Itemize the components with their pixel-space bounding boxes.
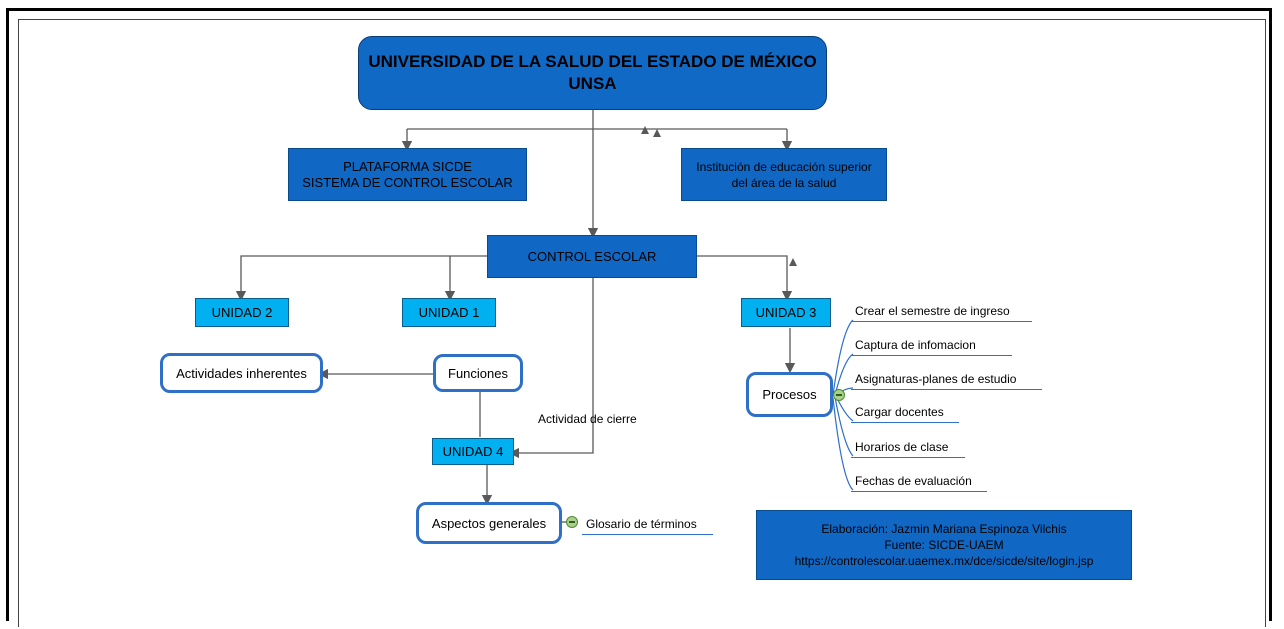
connector-control-unidad4 (508, 278, 594, 459)
procesos-branch-6 (832, 397, 854, 491)
up-marker-1 (641, 126, 649, 134)
credit-box: Elaboración: Jazmin Mariana Espinoza Vil… (756, 510, 1132, 580)
unidad-2-label: UNIDAD 2 (211, 305, 273, 320)
procesos-label: Procesos (762, 387, 817, 402)
collapse-icon[interactable] (833, 389, 845, 401)
proceso-item: Cargar docentes (851, 405, 959, 423)
up-marker-3 (789, 258, 797, 266)
plataforma-line2: SISTEMA DE CONTROL ESCOLAR (302, 174, 513, 190)
unidad-3-node: UNIDAD 3 (741, 298, 831, 327)
unidad-3-label: UNIDAD 3 (755, 305, 817, 320)
up-marker-2 (653, 129, 661, 137)
proceso-item: Crear el semestre de ingreso (851, 304, 1032, 322)
actividad-cierre-label: Actividad de cierre (538, 412, 637, 426)
credit-url: https://controlescolar.uaemex.mx/dce/sic… (794, 554, 1094, 568)
unidad-1-label: UNIDAD 1 (418, 305, 480, 320)
actividades-inherentes-label: Actividades inherentes (176, 365, 307, 381)
proceso-item: Horarios de clase (851, 440, 965, 458)
connector-control-unidad2 (235, 255, 487, 302)
aspectos-generales-node: Aspectos generales (416, 502, 562, 544)
actividades-inherentes-node: Actividades inherentes (160, 353, 323, 393)
control-escolar-label: CONTROL ESCOLAR (527, 248, 657, 264)
institucion-line2: del área de la salud (731, 175, 837, 190)
title-line2: UNSA (568, 74, 617, 93)
title-node: UNIVERSIDAD DE LA SALUD DEL ESTADO DE MÉ… (358, 36, 827, 110)
unidad-2-node: UNIDAD 2 (195, 298, 289, 327)
institucion-line1: Institución de educación superior (696, 159, 872, 174)
procesos-branch-1 (832, 319, 854, 396)
outer-frame (6, 8, 1272, 621)
connector-control-unidad3 (697, 255, 793, 302)
credit-author: Elaboración: Jazmin Mariana Espinoza Vil… (821, 522, 1067, 536)
institucion-node: Institución de educación superior del ár… (681, 148, 887, 201)
procesos-node: Procesos (746, 372, 833, 417)
funciones-node: Funciones (433, 354, 523, 392)
collapse-icon[interactable] (566, 516, 578, 528)
proceso-item: Fechas de evaluación (851, 474, 987, 492)
proceso-item: Captura de infomacion (851, 338, 1012, 356)
procesos-branch-5 (834, 396, 854, 457)
proceso-item: Asignaturas-planes de estudio (851, 372, 1042, 390)
plataforma-line1: PLATAFORMA SICDE (343, 158, 472, 174)
credit-source: Fuente: SICDE-UAEM (884, 538, 1004, 552)
control-escolar-node: CONTROL ESCOLAR (487, 235, 697, 278)
title-line1: UNIVERSIDAD DE LA SALUD DEL ESTADO DE MÉ… (368, 52, 817, 71)
plataforma-node: PLATAFORMA SICDE SISTEMA DE CONTROL ESCO… (288, 148, 527, 201)
funciones-label: Funciones (448, 365, 508, 381)
unidad-4-label: UNIDAD 4 (442, 444, 504, 459)
aspectos-generales-label: Aspectos generales (431, 515, 547, 531)
unidad-1-node: UNIDAD 1 (402, 298, 496, 327)
inner-frame (18, 19, 1266, 627)
unidad-4-node: UNIDAD 4 (432, 438, 514, 465)
glosario-label: Glosario de términos (582, 517, 713, 535)
